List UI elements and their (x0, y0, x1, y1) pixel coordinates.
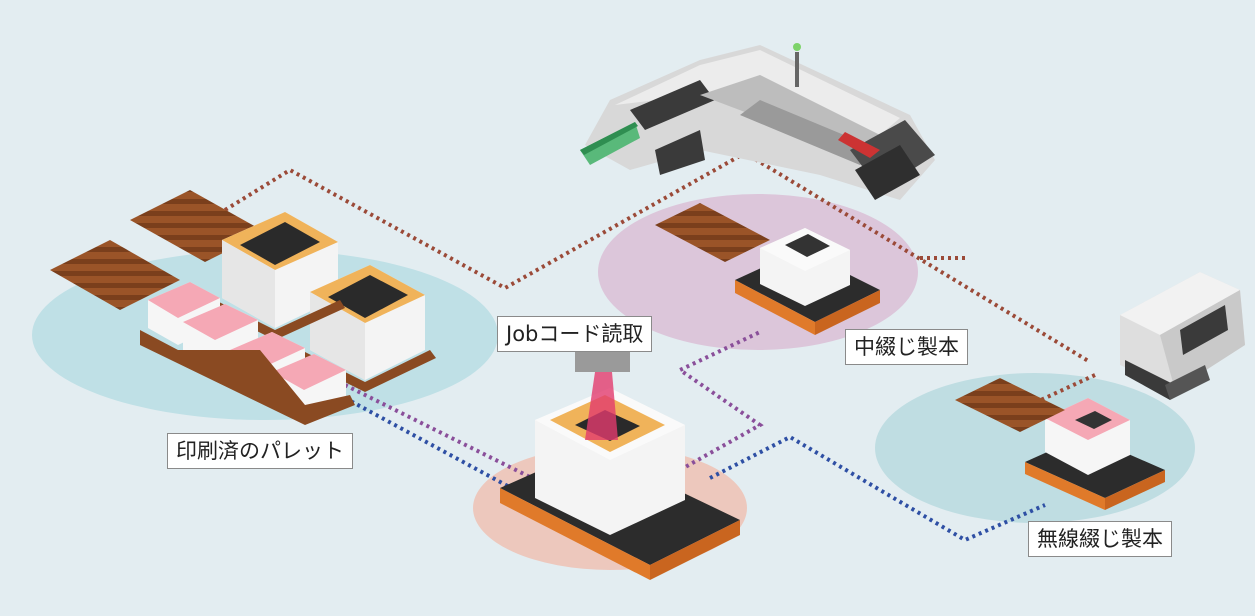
saddle-stitch-label: 中綴じ製本 (845, 329, 968, 365)
route-blue-right (709, 434, 1046, 543)
route-purple-right (676, 330, 764, 472)
perfect-binding-label: 無線綴じ製本 (1028, 521, 1172, 557)
printed-pallets-label: 印刷済のパレット (167, 433, 353, 469)
saddle-stitch-machine (580, 43, 935, 200)
perfect-binding-machine (1120, 272, 1245, 400)
route-brown-end (1029, 373, 1096, 407)
printed-stacks-pink (140, 282, 355, 425)
scanner-beam (585, 372, 618, 440)
agv-binding (955, 378, 1165, 510)
job-code-read-label: Jobコード読取 (497, 316, 653, 352)
route-blue-left (344, 396, 516, 492)
scanner-head (575, 350, 630, 372)
route-brown-main (223, 150, 1092, 364)
agv-center (500, 350, 740, 580)
agv-saddle (655, 203, 880, 335)
